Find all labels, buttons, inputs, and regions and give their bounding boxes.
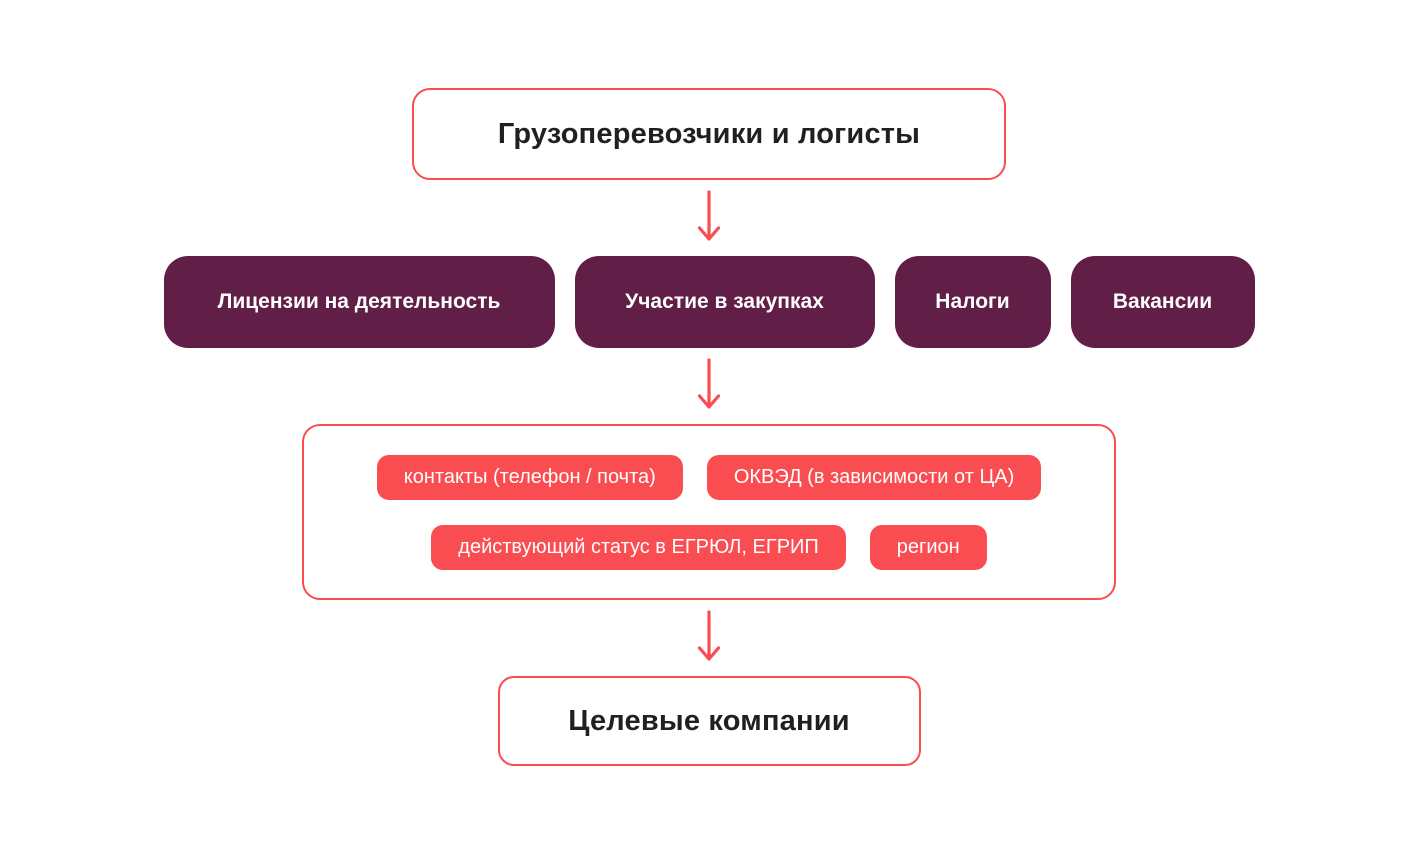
filter-pill-okved: ОКВЭД (в зависимости от ЦА) bbox=[706, 454, 1042, 500]
arrow-gap-1 bbox=[695, 180, 723, 256]
criteria-node-procurement: Участие в закупках bbox=[574, 256, 875, 348]
filters-row-2: действующий статус в ЕГРЮЛ, ЕГРИП регион bbox=[431, 524, 987, 570]
bottom-node: Целевые компании bbox=[497, 676, 921, 766]
arrow-gap-2 bbox=[695, 348, 723, 424]
top-node: Грузоперевозчики и логисты bbox=[412, 88, 1006, 180]
criteria-node-licenses: Лицензии на деятельность bbox=[163, 256, 555, 348]
criteria-node-vacancies: Вакансии bbox=[1070, 256, 1255, 348]
down-arrow-icon bbox=[697, 358, 721, 409]
criteria-node-taxes: Налоги bbox=[894, 256, 1051, 348]
criteria-node-label: Лицензии на деятельность bbox=[217, 290, 501, 313]
filter-pill-label: регион bbox=[896, 535, 960, 558]
criteria-row: Лицензии на деятельность Участие в закуп… bbox=[163, 256, 1255, 348]
filter-pill-label: ОКВЭД (в зависимости от ЦА) bbox=[733, 465, 1015, 488]
filter-pill-contacts: контакты (телефон / почта) bbox=[376, 454, 683, 500]
top-node-label: Грузоперевозчики и логисты bbox=[497, 117, 921, 150]
criteria-node-label: Участие в закупках bbox=[625, 290, 824, 313]
bottom-node-label: Целевые компании bbox=[568, 704, 850, 737]
filter-pill-region: регион bbox=[869, 524, 987, 570]
filter-pill-label: действующий статус в ЕГРЮЛ, ЕГРИП bbox=[458, 535, 819, 558]
down-arrow-icon bbox=[697, 190, 721, 241]
filters-group: контакты (телефон / почта) ОКВЭД (в зави… bbox=[302, 424, 1116, 600]
arrow-gap-3 bbox=[695, 600, 723, 676]
filters-row-1: контакты (телефон / почта) ОКВЭД (в зави… bbox=[376, 454, 1042, 500]
criteria-node-label: Налоги bbox=[935, 290, 1010, 313]
filter-pill-label: контакты (телефон / почта) bbox=[403, 465, 656, 488]
down-arrow-icon bbox=[697, 610, 721, 661]
criteria-node-label: Вакансии bbox=[1112, 290, 1213, 313]
filter-pill-status: действующий статус в ЕГРЮЛ, ЕГРИП bbox=[431, 524, 846, 570]
